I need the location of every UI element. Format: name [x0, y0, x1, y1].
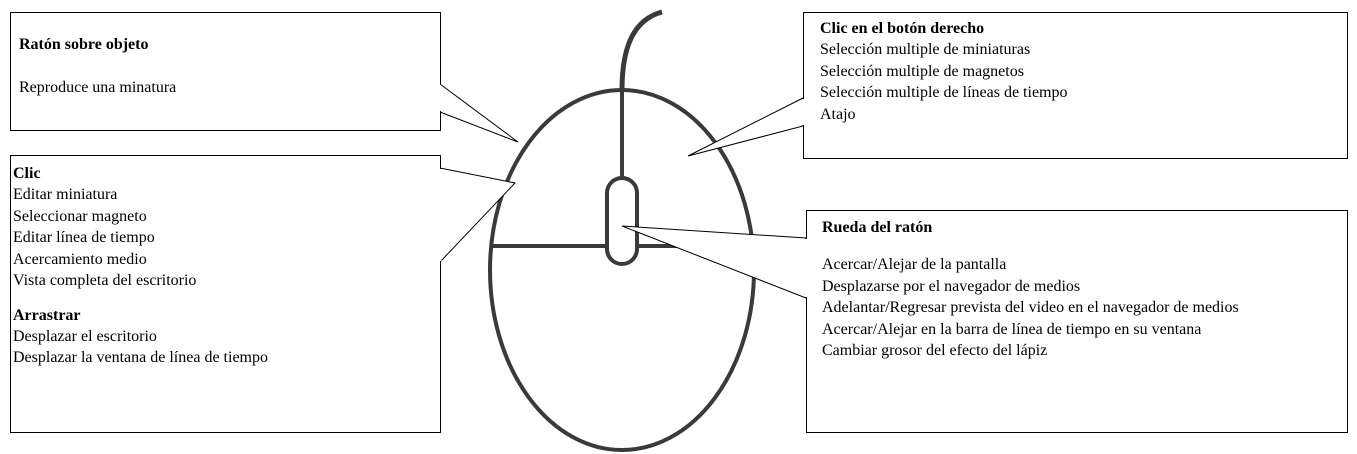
- click-item: Editar línea de tiempo: [13, 229, 155, 246]
- drag-item: Desplazar la ventana de línea de tiempo: [13, 349, 268, 366]
- right-click-item: Selección multiple de miniaturas: [820, 41, 1031, 58]
- right-click-title: Clic en el botón derecho: [820, 20, 985, 37]
- wheel-item: Adelantar/Regresar prevista del video en…: [822, 299, 1239, 316]
- right-click-item: Selección multiple de magnetos: [820, 62, 1024, 80]
- mouse-cable: [619, 9, 663, 91]
- click-item: Seleccionar magneto: [13, 207, 147, 225]
- callout-box-right-click: [803, 12, 1348, 159]
- mouse-scroll-wheel: [605, 176, 639, 266]
- click-title: Clic: [13, 165, 41, 182]
- drag-item: Desplazar el escritorio: [13, 327, 157, 345]
- wheel-item: Cambiar grosor del efecto del lápiz: [822, 342, 1048, 359]
- mouse-over-callout: Ratón sobre objeto Reproduce una minatur…: [19, 35, 434, 99]
- callout-box-click: [10, 155, 441, 433]
- callout-pointer-right-click: [687, 97, 804, 157]
- right-click-callout: Clic en el botón derecho Selección multi…: [820, 19, 1340, 125]
- wheel-callout: Rueda del ratón Acercar/Alejar de la pan…: [822, 218, 1340, 362]
- click-item: Vista completa del escritorio: [13, 272, 197, 289]
- callout-box-mouse-over: [10, 12, 441, 131]
- wheel-item: Acercar/Alejar en la barra de línea de t…: [822, 320, 1202, 338]
- click-callout: Clic Editar miniatura Seleccionar magnet…: [13, 164, 433, 369]
- right-click-item: Atajo: [820, 105, 856, 123]
- right-click-item: Selección multiple de líneas de tiempo: [820, 84, 1068, 101]
- callout-pointer-mouse-over: [439, 83, 519, 143]
- click-item: Acercamiento medio: [13, 250, 147, 268]
- callout-pointer-wheel: [621, 225, 807, 299]
- wheel-item: Acercar/Alejar de la pantalla: [822, 256, 1007, 273]
- mouse-over-line: Reproduce una minatura: [19, 79, 177, 96]
- wheel-title: Rueda del ratón: [822, 219, 933, 236]
- callout-box-wheel: [806, 210, 1348, 433]
- click-item: Editar miniatura: [13, 186, 118, 203]
- drag-title: Arrastrar: [13, 306, 81, 324]
- mouse-over-title: Ratón sobre objeto: [19, 36, 149, 53]
- wheel-item: Desplazarse por el navegador de medios: [822, 277, 1081, 295]
